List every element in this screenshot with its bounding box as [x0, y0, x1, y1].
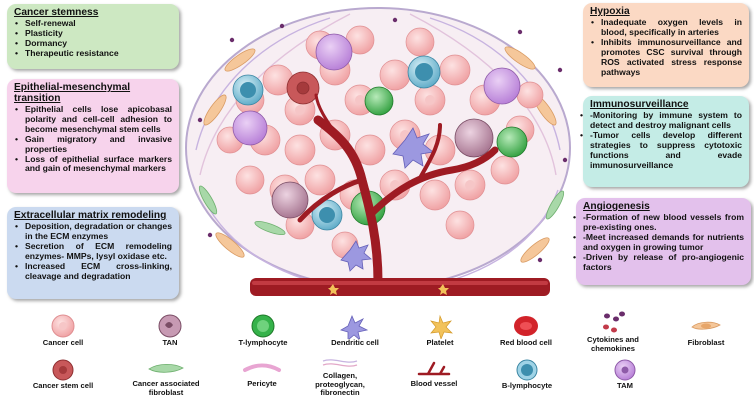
- pericyte-icon: [243, 363, 281, 372]
- legend-t-lymphocyte: T-lymphocyte: [228, 313, 298, 348]
- fibroblast-icon: [691, 321, 721, 330]
- legend-cancer-cell: Cancer cell: [28, 313, 98, 348]
- panel-immunosurveillance: Immunosurveillance -Monitoring by immune…: [580, 96, 749, 187]
- list-item: Epithelial cells lose apicobasal polarit…: [15, 104, 172, 135]
- platelets-vessel: [328, 284, 449, 295]
- red-blood-cell-icon: [514, 316, 538, 336]
- panel-cancer-stemness: Cancer stemness Self-renewal Plasticity …: [7, 4, 179, 69]
- fibroblasts: [203, 46, 557, 263]
- list-item: -Tumor cells develop different strategie…: [580, 130, 742, 171]
- list-item: Secretion of ECM remodeling enzymes- MMP…: [15, 241, 172, 262]
- b-nuclei: [240, 63, 433, 223]
- panel-list: -Formation of new blood vessels from pre…: [573, 212, 744, 273]
- legend-pericyte: Pericyte: [232, 358, 292, 389]
- legend-dendritic-cell: Dendritic cell: [318, 313, 392, 348]
- panel-title: Hypoxia: [590, 6, 630, 17]
- list-item: Inadequate oxygen levels in blood, speci…: [591, 17, 742, 38]
- tam-icon: [614, 359, 636, 381]
- blood-vessel-base: [250, 278, 550, 296]
- b-lymphocyte-icon: [516, 359, 538, 381]
- legend-caf: Cancer associated fibroblast: [116, 358, 216, 397]
- dendritic-cell-icon: [340, 314, 369, 339]
- legend-b-lymphocyte: B-lymphocyte: [490, 358, 564, 391]
- cancer-stem-cells: [286, 71, 320, 105]
- panel-list: Deposition, degradation or changes in th…: [14, 221, 172, 282]
- legend: Cancer cell TAN T-lymphocyte Dendritic c…: [0, 308, 754, 401]
- list-item: Plasticity: [15, 28, 172, 39]
- panel-emt: Epithelial-mesenchymal transition Epithe…: [7, 79, 179, 193]
- panel-title: Cancer stemness: [14, 7, 99, 18]
- legend-blood-vessel: Blood vessel: [408, 358, 460, 389]
- cancer-stem-cell-icon: [52, 359, 74, 381]
- list-item: Dormancy: [15, 38, 172, 49]
- legend-fibroblast: Fibroblast: [674, 313, 738, 348]
- panel-ecm-remodeling: Extracellular matrix remodeling Depositi…: [7, 207, 179, 299]
- list-item: Loss of epithelial surface markers and g…: [15, 154, 172, 175]
- cancer-cell-icon: [51, 314, 75, 338]
- panel-list: -Monitoring by immune system to detect a…: [580, 110, 742, 171]
- t-lymphocyte-icon: [251, 314, 275, 338]
- list-item: -Meet increased demands for nutrients an…: [573, 232, 744, 253]
- legend-tam: TAM: [600, 358, 650, 391]
- panel-angiogenesis: Angiogenesis -Formation of new blood ves…: [573, 198, 751, 285]
- panel-list: Inadequate oxygen levels in blood, speci…: [590, 17, 742, 78]
- list-item: Increased ECM cross-linking, cleavage an…: [15, 261, 172, 282]
- tan-icon: [158, 314, 182, 338]
- panel-list: Epithelial cells lose apicobasal polarit…: [14, 104, 172, 175]
- cytokines: [197, 17, 568, 263]
- list-item: Therapeutic resistance: [15, 48, 172, 59]
- legend-red-blood-cell: Red blood cell: [486, 313, 566, 348]
- list-item: Inhibits immunosurveillance and promotes…: [591, 37, 742, 78]
- tams: [232, 33, 521, 146]
- cytokines-icon: [603, 311, 625, 333]
- blood-vessel: [297, 93, 499, 287]
- legend-platelet: Platelet: [408, 313, 472, 348]
- panel-hypoxia: Hypoxia Inadequate oxygen levels in bloo…: [583, 3, 749, 87]
- list-item: Deposition, degradation or changes in th…: [15, 221, 172, 242]
- list-item: -Monitoring by immune system to detect a…: [580, 110, 742, 131]
- collagen-icon: [322, 359, 358, 367]
- cafs: [198, 185, 565, 236]
- tumor-microenvironment-diagram: [185, 7, 571, 296]
- list-item: -Driven by release of pro-angiogenic fac…: [573, 252, 744, 273]
- panel-title: Angiogenesis: [583, 201, 650, 212]
- list-item: Self-renewal: [15, 18, 172, 29]
- legend-cytokines: Cytokines and chemokines: [578, 310, 648, 353]
- list-item: -Formation of new blood vessels from pre…: [573, 212, 744, 233]
- dendritic-cells: [340, 127, 434, 272]
- caf-icon: [148, 363, 184, 373]
- platelet-icon: [430, 314, 453, 339]
- tans: [271, 118, 494, 219]
- panel-title: Epithelial-mesenchymal transition: [14, 82, 131, 104]
- blood-vessel-icon: [417, 361, 451, 376]
- legend-collagen: Collagen, proteoglycan, fibronectin: [302, 354, 378, 398]
- panel-title: Extracellular matrix remodeling: [14, 210, 167, 221]
- legend-cancer-stem-cell: Cancer stem cell: [24, 358, 102, 391]
- list-item: Gain migratory and invasive properties: [15, 134, 172, 155]
- panel-list: Self-renewal Plasticity Dormancy Therape…: [14, 18, 172, 59]
- panel-title: Immunosurveillance: [590, 99, 689, 110]
- legend-tan: TAN: [140, 313, 200, 348]
